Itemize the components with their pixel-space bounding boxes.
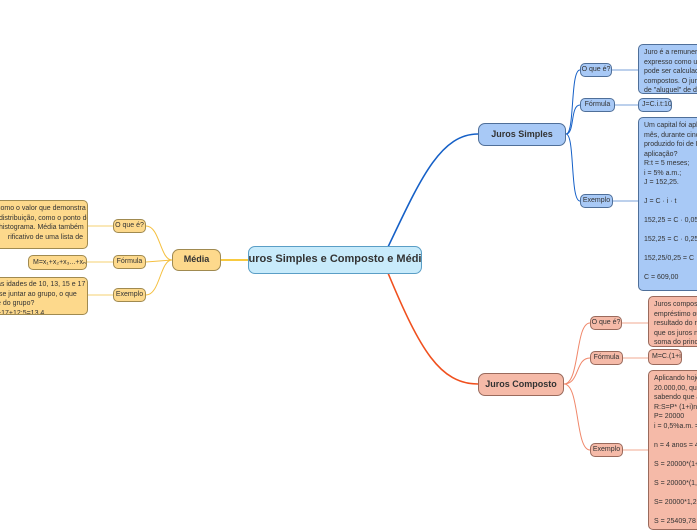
media-label: Média — [183, 254, 210, 265]
simples-formula-text[interactable]: J=C.i.t:100 — [638, 98, 672, 112]
simples-example-text[interactable]: Um capital foi aplica mês, durante cinco… — [638, 117, 697, 291]
media-example-text[interactable]: as idades de 10, 13, 15 e 17 se juntar a… — [0, 277, 88, 315]
media-formula[interactable]: Fórmula — [113, 255, 146, 269]
composto-formula[interactable]: Fórmula — [590, 351, 623, 365]
composto-exemplo[interactable]: Exemplo — [590, 443, 623, 457]
simples-o-que-e[interactable]: O que é? — [580, 63, 612, 77]
media-node[interactable]: Média — [172, 249, 221, 271]
label: Exemplo — [115, 291, 144, 299]
label: Exemplo — [592, 446, 621, 454]
label: O que é? — [581, 66, 611, 74]
central-topic[interactable]: Juros Simples e Composto e Média — [248, 246, 422, 274]
label: O que é? — [115, 222, 144, 230]
composto-example-text[interactable]: Aplicando hoje n 20.000,00, qual s saben… — [648, 370, 697, 530]
media-definition[interactable]: como o valor que demonstra a distribuiçã… — [0, 200, 88, 249]
central-topic-label: Juros Simples e Composto e Média — [248, 253, 422, 266]
simples-formula[interactable]: Fórmula — [580, 98, 615, 112]
media-exemplo[interactable]: Exemplo — [113, 288, 146, 302]
label: Fórmula — [593, 354, 620, 362]
label: Fórmula — [584, 101, 611, 109]
juros-composto-node[interactable]: Juros Composto — [478, 373, 564, 396]
label: Fórmula — [116, 258, 143, 266]
juros-simples-label: Juros Simples — [491, 128, 553, 139]
media-formula-text[interactable]: M=x₁+x₂+x₃...+xₙ:n — [28, 255, 87, 270]
simples-definition[interactable]: Juro é a remuneração expresso como um po… — [638, 44, 697, 94]
juros-composto-label: Juros Composto — [485, 378, 557, 389]
composto-formula-text[interactable]: M=C.(1+i)ⁿ — [648, 349, 682, 365]
label: O que é? — [591, 319, 621, 327]
media-o-que-e[interactable]: O que é? — [113, 219, 146, 233]
composto-o-que-e[interactable]: O que é? — [590, 316, 622, 330]
composto-definition[interactable]: Juros compostos empréstimo ou resultado … — [648, 296, 697, 347]
juros-simples-node[interactable]: Juros Simples — [478, 123, 566, 146]
label: Exemplo — [582, 197, 611, 205]
simples-exemplo[interactable]: Exemplo — [580, 194, 613, 208]
